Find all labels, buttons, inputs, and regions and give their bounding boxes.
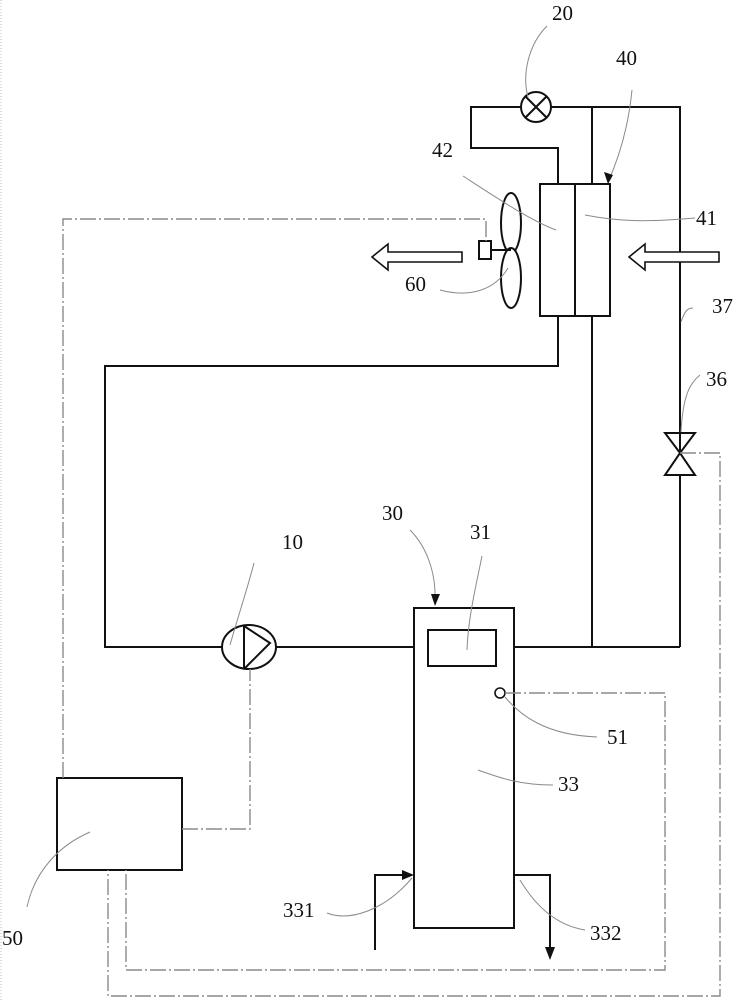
compressor[interactable] <box>222 625 276 669</box>
label-60: 60 <box>405 272 426 296</box>
airflow-in-arrow-icon <box>629 244 719 270</box>
label-30: 30 <box>382 501 403 525</box>
label-331: 331 <box>283 898 315 922</box>
expansion-valve[interactable] <box>521 92 551 122</box>
outlet-arrow-icon <box>545 947 555 960</box>
airflow-out-arrow-icon <box>372 244 462 270</box>
label-31: 31 <box>470 520 491 544</box>
water-inlet-pipe <box>375 875 412 950</box>
label-42: 42 <box>432 138 453 162</box>
controller-box[interactable] <box>57 778 182 870</box>
label-10: 10 <box>282 530 303 554</box>
control-wiring <box>63 219 720 996</box>
water-tank[interactable] <box>414 608 514 928</box>
ctrl-sensor-to-controller <box>126 693 665 970</box>
label-36: 36 <box>706 367 727 391</box>
water-outlet-pipe <box>514 875 550 948</box>
bowtie-valve-lower <box>665 453 695 475</box>
ctrl-controller-to-compressor <box>182 669 250 829</box>
condenser-coil <box>428 630 496 666</box>
fan-motor <box>479 241 491 259</box>
pump-icon <box>222 625 276 669</box>
label-40: 40 <box>616 46 637 70</box>
label-51: 51 <box>607 725 628 749</box>
temperature-sensor-icon <box>495 688 505 698</box>
label-332: 332 <box>590 921 622 945</box>
label-33: 33 <box>558 772 579 796</box>
fan-blade-lower <box>501 248 521 308</box>
fan[interactable] <box>479 193 521 308</box>
label-37: 37 <box>712 294 733 318</box>
label-50: 50 <box>2 926 23 950</box>
label-41: 41 <box>696 206 717 230</box>
evaporator[interactable] <box>540 184 610 316</box>
pipe-evap-to-compressor <box>105 316 558 647</box>
label-20: 20 <box>552 1 573 25</box>
